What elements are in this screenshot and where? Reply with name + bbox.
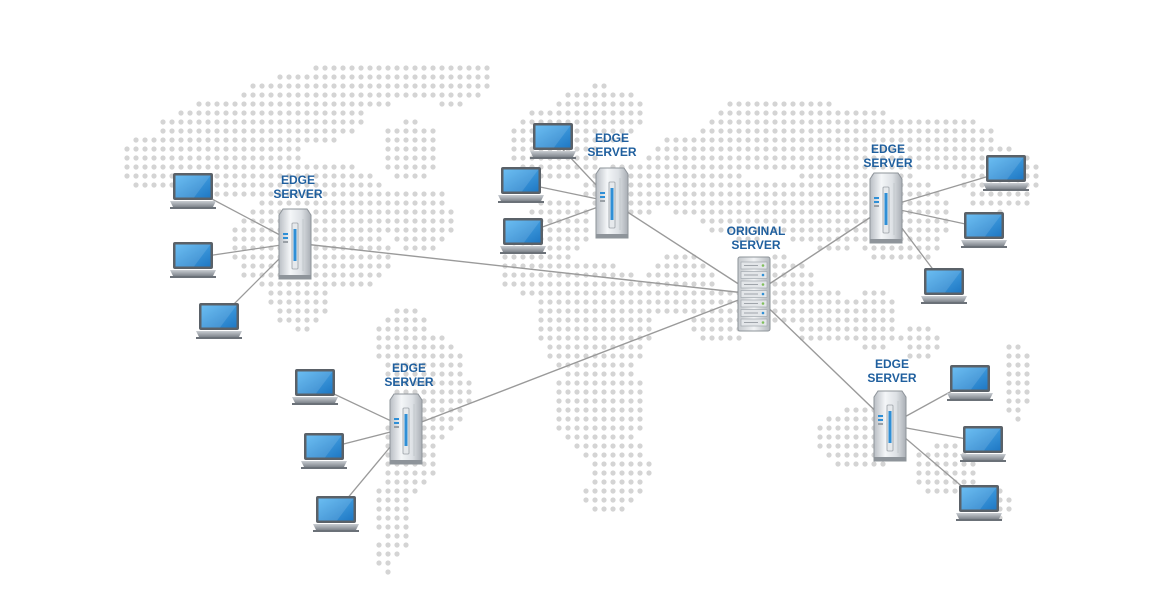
laptop-icon [947,365,993,401]
laptop-icon [301,433,347,469]
laptop-icon [960,426,1006,462]
server-tower-icon [873,390,907,462]
edge-server-label-line2: SERVER [273,187,323,201]
origin-server-label-line2: SERVER [731,238,781,252]
server-tower-icon [595,167,629,239]
edge-server-label-line2: SERVER [867,371,917,385]
laptop-icon [170,242,216,278]
rack-server-icon [737,256,771,332]
edge-server-label-line2: SERVER [384,375,434,389]
origin-edge-link [753,206,887,295]
origin-server-label: ORIGINAL SERVER [711,224,801,252]
laptop-icon [921,268,967,304]
laptop-icon [170,173,216,209]
origin-server-label-line1: ORIGINAL [726,224,786,238]
edge-server-label-north-america: EDGE SERVER [253,173,343,201]
edge-server-label-oceania: EDGE SERVER [847,357,937,385]
laptop-icon [983,155,1029,191]
server-tower-icon [869,172,903,244]
laptop-icon [498,167,544,203]
laptop-icon [956,485,1002,521]
edge-server-label-line2: SERVER [587,145,637,159]
laptop-icon [292,369,338,405]
edge-server-label-line2: SERVER [863,156,913,170]
laptop-icon [196,303,242,339]
laptop-icon [500,218,546,254]
laptop-icon [313,496,359,532]
origin-edge-link [405,293,755,429]
edge-server-label-line1: EDGE [391,361,426,375]
origin-edge-link [611,201,755,295]
origin-edge-link [753,293,891,426]
server-tower-icon [278,208,312,280]
edge-server-label-east-asia: EDGE SERVER [843,142,933,170]
origin-edge-link [294,242,755,295]
edge-server-label-line1: EDGE [870,142,905,156]
edge-server-label-line1: EDGE [594,131,629,145]
network-nodes [170,123,1029,532]
server-tower-icon [389,393,423,465]
edge-server-label-south-america: EDGE SERVER [364,361,454,389]
laptop-icon [530,123,576,159]
edge-server-label-line1: EDGE [874,357,909,371]
edge-server-label-europe: EDGE SERVER [567,131,657,159]
laptop-icon [961,212,1007,248]
edge-server-label-line1: EDGE [280,173,315,187]
